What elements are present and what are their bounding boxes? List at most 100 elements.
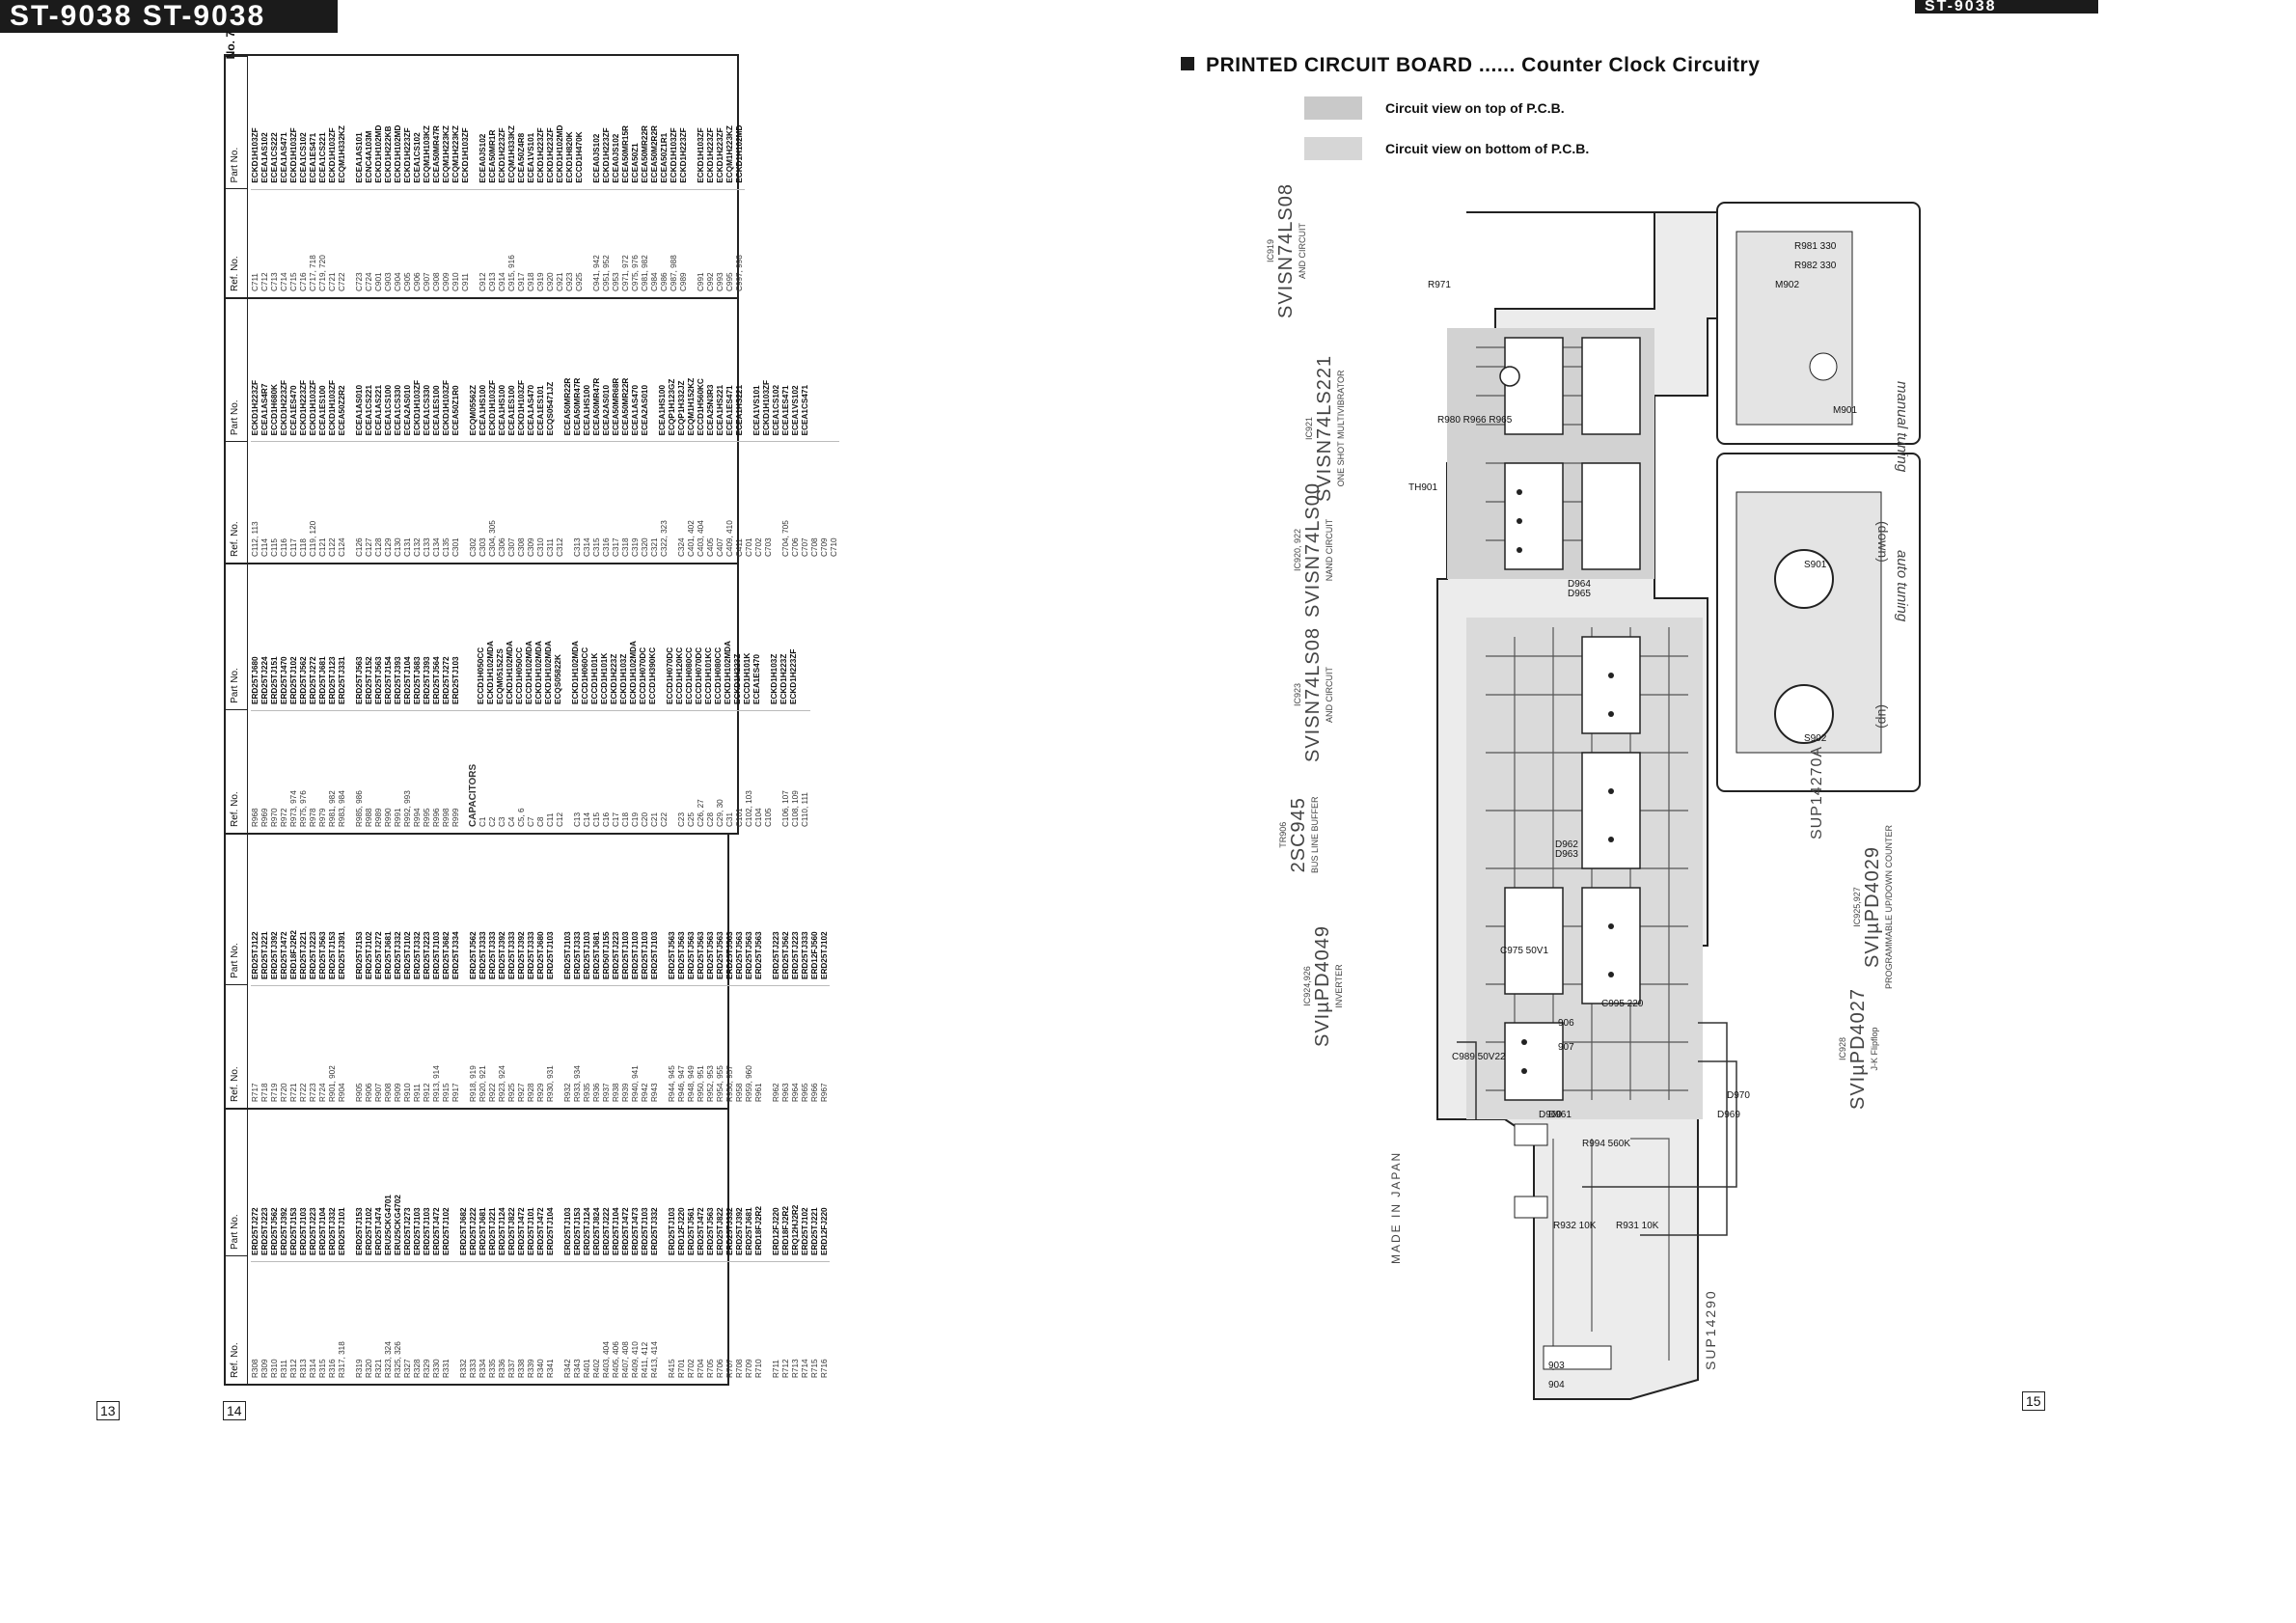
part-cell: ECEA1VS101 bbox=[527, 132, 535, 183]
ref-cell: R956, 957 bbox=[725, 1065, 734, 1102]
ref-cell: C302 bbox=[469, 537, 478, 557]
ref-cell: R415 bbox=[668, 1359, 676, 1378]
ref-cell: R938 bbox=[612, 1083, 620, 1102]
parts-table: Ref. No.Part No.No.4R717R718R719R720R721… bbox=[224, 808, 830, 1110]
part-cell: ECQM1H152KZ bbox=[687, 377, 696, 436]
ref-cell: R972 bbox=[280, 808, 288, 827]
ref-cell: C921 bbox=[556, 272, 564, 291]
ref-cell: R702 bbox=[687, 1359, 696, 1378]
ref-cell: R336 bbox=[498, 1359, 506, 1378]
part-cell: ERD25TJ103 bbox=[668, 1207, 676, 1255]
part-cell: ERD25TJ222 bbox=[602, 1207, 611, 1255]
ref-cell: R927 bbox=[517, 1083, 526, 1102]
part-cell: ECKD1H223ZF bbox=[546, 127, 555, 183]
part-cell: ECKD1H223ZF bbox=[716, 127, 724, 183]
ref-cell: C721 bbox=[328, 272, 337, 291]
ref-cell bbox=[471, 190, 478, 291]
part-cell: ERD25TJ561 bbox=[687, 1207, 696, 1255]
part-cell: ERD25TJ391 bbox=[338, 931, 346, 979]
ref-cell: CAPACITORS bbox=[469, 763, 478, 827]
ref-cell: C723 bbox=[355, 272, 364, 291]
part-cell: ECCD1H050CC bbox=[477, 646, 485, 704]
part-cell bbox=[764, 835, 772, 979]
ic-part: SVIµPD4049 bbox=[1312, 924, 1333, 1047]
ic-ref: IC921 bbox=[1304, 416, 1314, 440]
ref-cell: R992, 993 bbox=[403, 790, 412, 827]
component-label: D964 bbox=[1568, 579, 1591, 590]
ref-cell: R950, 951 bbox=[697, 1065, 705, 1102]
ref-cell bbox=[347, 442, 355, 557]
part-cell bbox=[556, 292, 563, 435]
part-cell: ERD25TJ472 bbox=[517, 1207, 526, 1255]
part-cell: ERD25TJ103 bbox=[650, 931, 659, 979]
part-cell: ERD25TJ102 bbox=[403, 931, 412, 979]
part-cell: ERD25TJ223 bbox=[309, 1207, 317, 1255]
ref-cell: R966 bbox=[810, 1083, 819, 1102]
part-cell: ECEA50MR22R bbox=[641, 125, 649, 183]
part-cell: ECEA1AS101 bbox=[355, 132, 364, 183]
part-cell: ECEA1CS471 bbox=[801, 384, 809, 436]
ref-cell: C315 bbox=[592, 537, 601, 557]
ic-desc: AND CIRCUIT bbox=[1325, 667, 1334, 724]
ref-cell: C104 bbox=[754, 808, 763, 827]
part-cell bbox=[660, 835, 668, 979]
part-cell: ERD25TJ123 bbox=[328, 656, 337, 704]
ref-cell: R998 bbox=[442, 808, 451, 827]
ref-cell: C106, 107 bbox=[781, 790, 790, 827]
ref-cell: R954, 955 bbox=[716, 1065, 724, 1102]
col-header-part: Part No. bbox=[226, 56, 247, 189]
ref-cell: R912 bbox=[423, 1083, 431, 1102]
ref-cell: C309 bbox=[527, 537, 535, 557]
col-header-ref: Ref. No. bbox=[226, 708, 247, 833]
part-cell: ECKD1H103ZF bbox=[517, 379, 526, 436]
part-cell: ECKD1H103ZF bbox=[328, 127, 337, 183]
part-cell: ERD25TJ824 bbox=[592, 1207, 601, 1255]
ref-cell: C991 bbox=[697, 272, 705, 291]
part-cell: ERD25TJ392 bbox=[280, 1207, 288, 1255]
part-cell: ERD25TJ334 bbox=[451, 931, 460, 979]
ic-part: SVISN74LS08 bbox=[1302, 627, 1324, 762]
parts-table: Ref. No.Part No.No.5R968R969R970R972R973… bbox=[224, 533, 810, 835]
ref-cell: R905 bbox=[355, 1083, 364, 1102]
component-label: 903 bbox=[1548, 1361, 1565, 1371]
ref-cell: C719, 720 bbox=[318, 255, 327, 291]
ref-cell: C101 bbox=[735, 808, 744, 827]
table-header: Ref. No.Part No. bbox=[226, 833, 248, 1108]
ref-cell: C31 bbox=[725, 812, 734, 827]
part-cell: ECKD1H223ZF bbox=[251, 379, 260, 436]
part-cell: ECKD1H223Z bbox=[733, 653, 742, 704]
part-cell: ECEA50Z2R2 bbox=[338, 385, 346, 436]
parts-table: Ref. No.Part No.No. 6C112, 113C114C115C1… bbox=[224, 267, 839, 564]
part-cell: ERD25TJ103 bbox=[641, 931, 649, 979]
ic-922 bbox=[1581, 462, 1641, 570]
ref-cell: C17 bbox=[612, 812, 620, 827]
ref-cell: R942 bbox=[641, 1083, 649, 1102]
part-cell: ERD25TJ683 bbox=[413, 656, 422, 704]
ref-cell: R711 bbox=[772, 1360, 780, 1378]
ref-cell: C7 bbox=[527, 816, 535, 827]
part-cell: ECCD1H070DC bbox=[639, 646, 647, 704]
part-cell: ERD25TJ681 bbox=[745, 1207, 753, 1255]
part-cell: ERD25TJ273 bbox=[403, 1207, 412, 1255]
ref-cell: C121 bbox=[318, 537, 327, 557]
part-cell: ERD25TJ332 bbox=[650, 1207, 659, 1255]
ref-cell: R722 bbox=[299, 1083, 308, 1102]
part-cell: ERD25TJ681 bbox=[592, 931, 601, 979]
ref-cell: C308 bbox=[517, 537, 526, 557]
ref-cell: C317 bbox=[612, 537, 620, 557]
ref-cell: C119, 120 bbox=[309, 520, 317, 557]
ref-cell: C912 bbox=[478, 272, 487, 291]
ref-cell: C130 bbox=[394, 537, 402, 557]
board-code-tuning: SUP14270A bbox=[1809, 745, 1825, 839]
part-cell: ERD25TJ332 bbox=[328, 1207, 337, 1255]
ref-cell: R943 bbox=[650, 1083, 659, 1102]
component-label: D969 bbox=[1717, 1110, 1740, 1120]
part-cell: ERD25TJ272 bbox=[309, 656, 317, 704]
part-cell: ERD25TJ221 bbox=[488, 1207, 497, 1255]
ref-cell: C132 bbox=[413, 537, 422, 557]
parts-table: Ref. No.Part No.No. 3R308R309R310R311R31… bbox=[224, 1050, 830, 1386]
part-cell: ECCD1H470K bbox=[575, 131, 584, 183]
part-cell: ERD25TJ564 bbox=[432, 656, 441, 704]
part-cell bbox=[745, 292, 752, 435]
